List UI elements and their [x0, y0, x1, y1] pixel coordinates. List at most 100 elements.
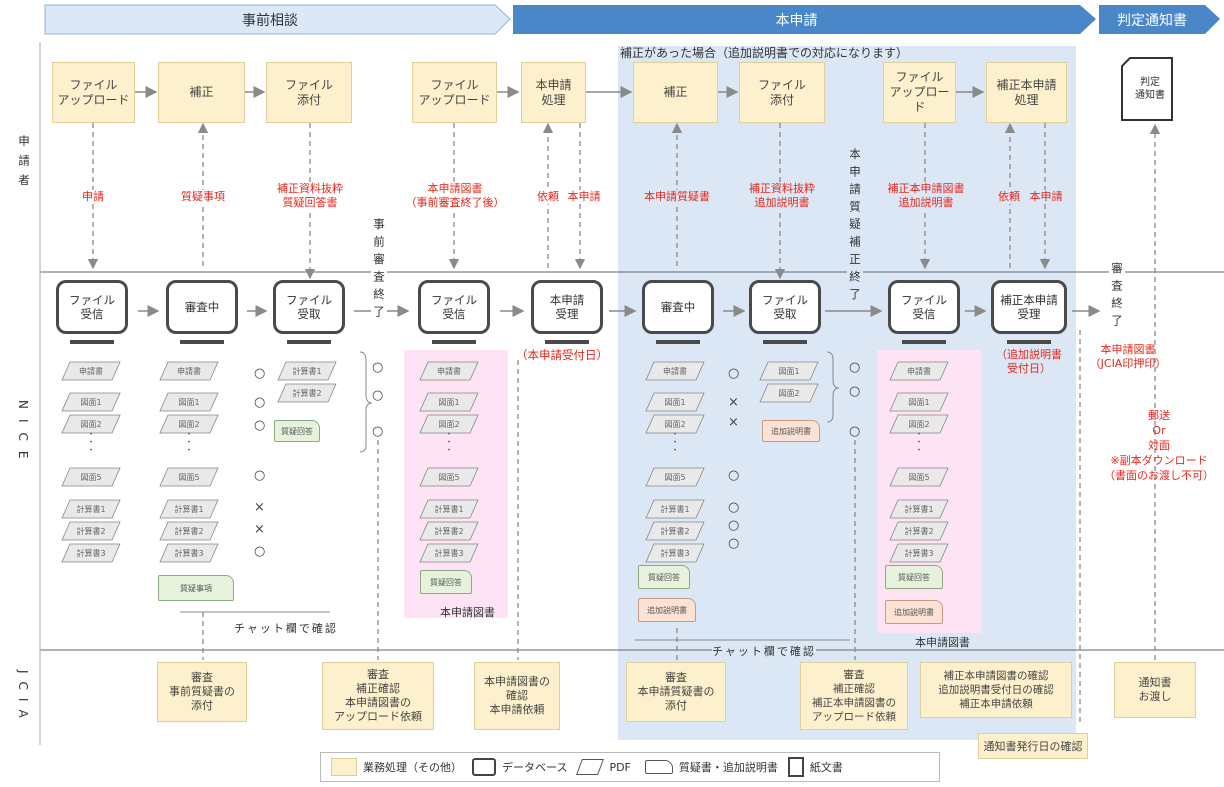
pdf-doc-label: ・ ・ ・ [444, 430, 454, 456]
pdf-doc [61, 467, 121, 487]
applicant-box-5: 本申請 処理 [521, 62, 586, 123]
legend: 業務処理（その他） データベース PDF 質疑書・追加説明書 紙文書 [320, 752, 940, 782]
pink-area-2 [877, 350, 981, 633]
pdf-doc-label: 図面1 [908, 398, 930, 407]
red-label-6: 本申請 [564, 190, 604, 204]
main-docs-label-1: 本申請図書 [440, 606, 495, 619]
qa-items-note: 質疑事項 [158, 575, 234, 601]
check-mark: ○ [254, 468, 266, 483]
red-label-3: 補正資料抜粋 質疑回答書 [262, 182, 358, 210]
check-mark: × [728, 415, 739, 430]
applicant-box-6: 補正 [633, 62, 718, 123]
legend-paper: 紙文書 [809, 761, 843, 774]
legend-pdf: PDF [609, 760, 631, 774]
pdf-doc [61, 499, 121, 519]
pdf-doc [419, 361, 479, 381]
pdf-doc-label: 計算書3 [660, 549, 690, 558]
qa-answer-note-1: 質疑回答 [274, 420, 320, 442]
pdf-doc [419, 414, 479, 434]
pdf-doc-label: 図面2 [80, 420, 102, 429]
applicant-box-9: 補正本申請 処理 [986, 62, 1067, 123]
check-mark: ○ [728, 536, 740, 551]
qa-answer-note-2: 質疑回答 [420, 570, 472, 594]
pdf-doc [645, 392, 705, 412]
notice-date-box: 通知書発行日の確認 [978, 733, 1088, 759]
pdf-doc [61, 392, 121, 412]
pdf-doc-label: 図面2 [908, 420, 930, 429]
pdf-doc-label: 計算書2 [292, 389, 322, 398]
add-explain-note-1: 追加説明書 [762, 420, 820, 442]
red-label-1: 申請 [73, 190, 113, 204]
red-label-9: 補正本申請図書 追加説明書 [870, 182, 982, 210]
pdf-doc [159, 543, 219, 563]
phase-notice: 判定通知書 [1117, 12, 1187, 29]
legend-qa-doc: 質疑書・追加説明書 [678, 761, 778, 774]
pdf-icon [576, 759, 605, 775]
pdf-doc-label: 申請書 [177, 367, 201, 376]
check-mark: ○ [254, 418, 266, 433]
pdf-doc [61, 521, 121, 541]
pdf-doc [645, 521, 705, 541]
main-phase-arrow [513, 5, 1096, 34]
pdf-doc-label: 図面1 [778, 367, 800, 376]
pdf-doc [61, 414, 121, 434]
add-explain-note-2: 追加説明書 [638, 598, 696, 622]
check-mark: ○ [728, 518, 740, 533]
pdf-doc-label: 申請書 [79, 367, 103, 376]
db-monitor-6: 審査中 [642, 280, 714, 334]
pdf-doc-label: 計算書2 [904, 527, 934, 536]
receipt-stamp: 本申請図書 （JCIA印押印） [1089, 343, 1167, 370]
db-monitor-7: ファイル 受取 [749, 280, 821, 334]
pdf-doc [889, 361, 949, 381]
pdf-doc-label: 計算書1 [660, 505, 690, 514]
vlabel-pre-end: 事前審査終了 [371, 218, 387, 323]
lane-nice: NICE [16, 400, 30, 469]
pdf-doc-label: 計算書2 [660, 527, 690, 536]
pdf-doc [645, 414, 705, 434]
pdf-doc [159, 392, 219, 412]
pdf-doc [159, 414, 219, 434]
receipt-main: （本申請受付日） [516, 348, 608, 362]
jcia-box-3: 本申請図書の 確認 本申請依頼 [474, 662, 560, 730]
qa-answer-note-4: 質疑回答 [885, 565, 943, 589]
pdf-doc-label: 図面5 [664, 473, 686, 482]
check-mark: ○ [728, 366, 740, 381]
pdf-doc-label: ・ ・ ・ [184, 430, 194, 456]
check-mark: ○ [849, 424, 861, 439]
phase-pre: 事前相談 [242, 12, 298, 29]
db-monitor-4: ファイル 受信 [418, 280, 490, 334]
jcia-box-5: 審査 補正確認 補正本申請図書の アップロード依頼 [800, 662, 908, 730]
pdf-doc-label: 計算書1 [904, 505, 934, 514]
pdf-doc-label: 計算書2 [174, 527, 204, 536]
notice-doc-icon [1121, 57, 1173, 121]
pdf-doc-label: 計算書2 [76, 527, 106, 536]
pdf-doc-label: 図面1 [178, 398, 200, 407]
pdf-doc-label: 計算書3 [434, 549, 464, 558]
check-mark: ○ [372, 424, 384, 439]
lane-jcia: JCIA [16, 670, 30, 726]
red-label-8: 補正資料抜粋 追加説明書 [736, 182, 828, 210]
pdf-doc-label: 計算書3 [904, 549, 934, 558]
db-monitor-1: ファイル 受信 [56, 280, 128, 334]
check-mark: ○ [254, 366, 266, 381]
vlabel-review-end: 審査終了 [1109, 262, 1125, 332]
pdf-doc-label: ・ ・ ・ [914, 430, 924, 456]
phase-main: 本申請 [775, 12, 818, 29]
legend-database: データベース [502, 761, 568, 774]
pdf-doc [759, 383, 819, 403]
chat-label-2: チャット欄で確認 [712, 643, 816, 659]
check-mark: ○ [728, 500, 740, 515]
database-icon [472, 758, 496, 776]
jcia-box-4: 審査 本申請質疑書の 添付 [626, 662, 726, 722]
jcia-box-7: 通知書 お渡し [1114, 662, 1196, 718]
pdf-doc-label: 図面1 [438, 398, 460, 407]
pdf-doc [277, 361, 337, 381]
pdf-doc-label: 図面2 [778, 389, 800, 398]
pdf-doc [889, 499, 949, 519]
db-monitor-5: 本申請 受理 [531, 280, 603, 334]
pdf-doc [419, 467, 479, 487]
pdf-doc-label: 図面2 [664, 420, 686, 429]
pdf-doc [159, 361, 219, 381]
paper-icon [787, 757, 804, 777]
